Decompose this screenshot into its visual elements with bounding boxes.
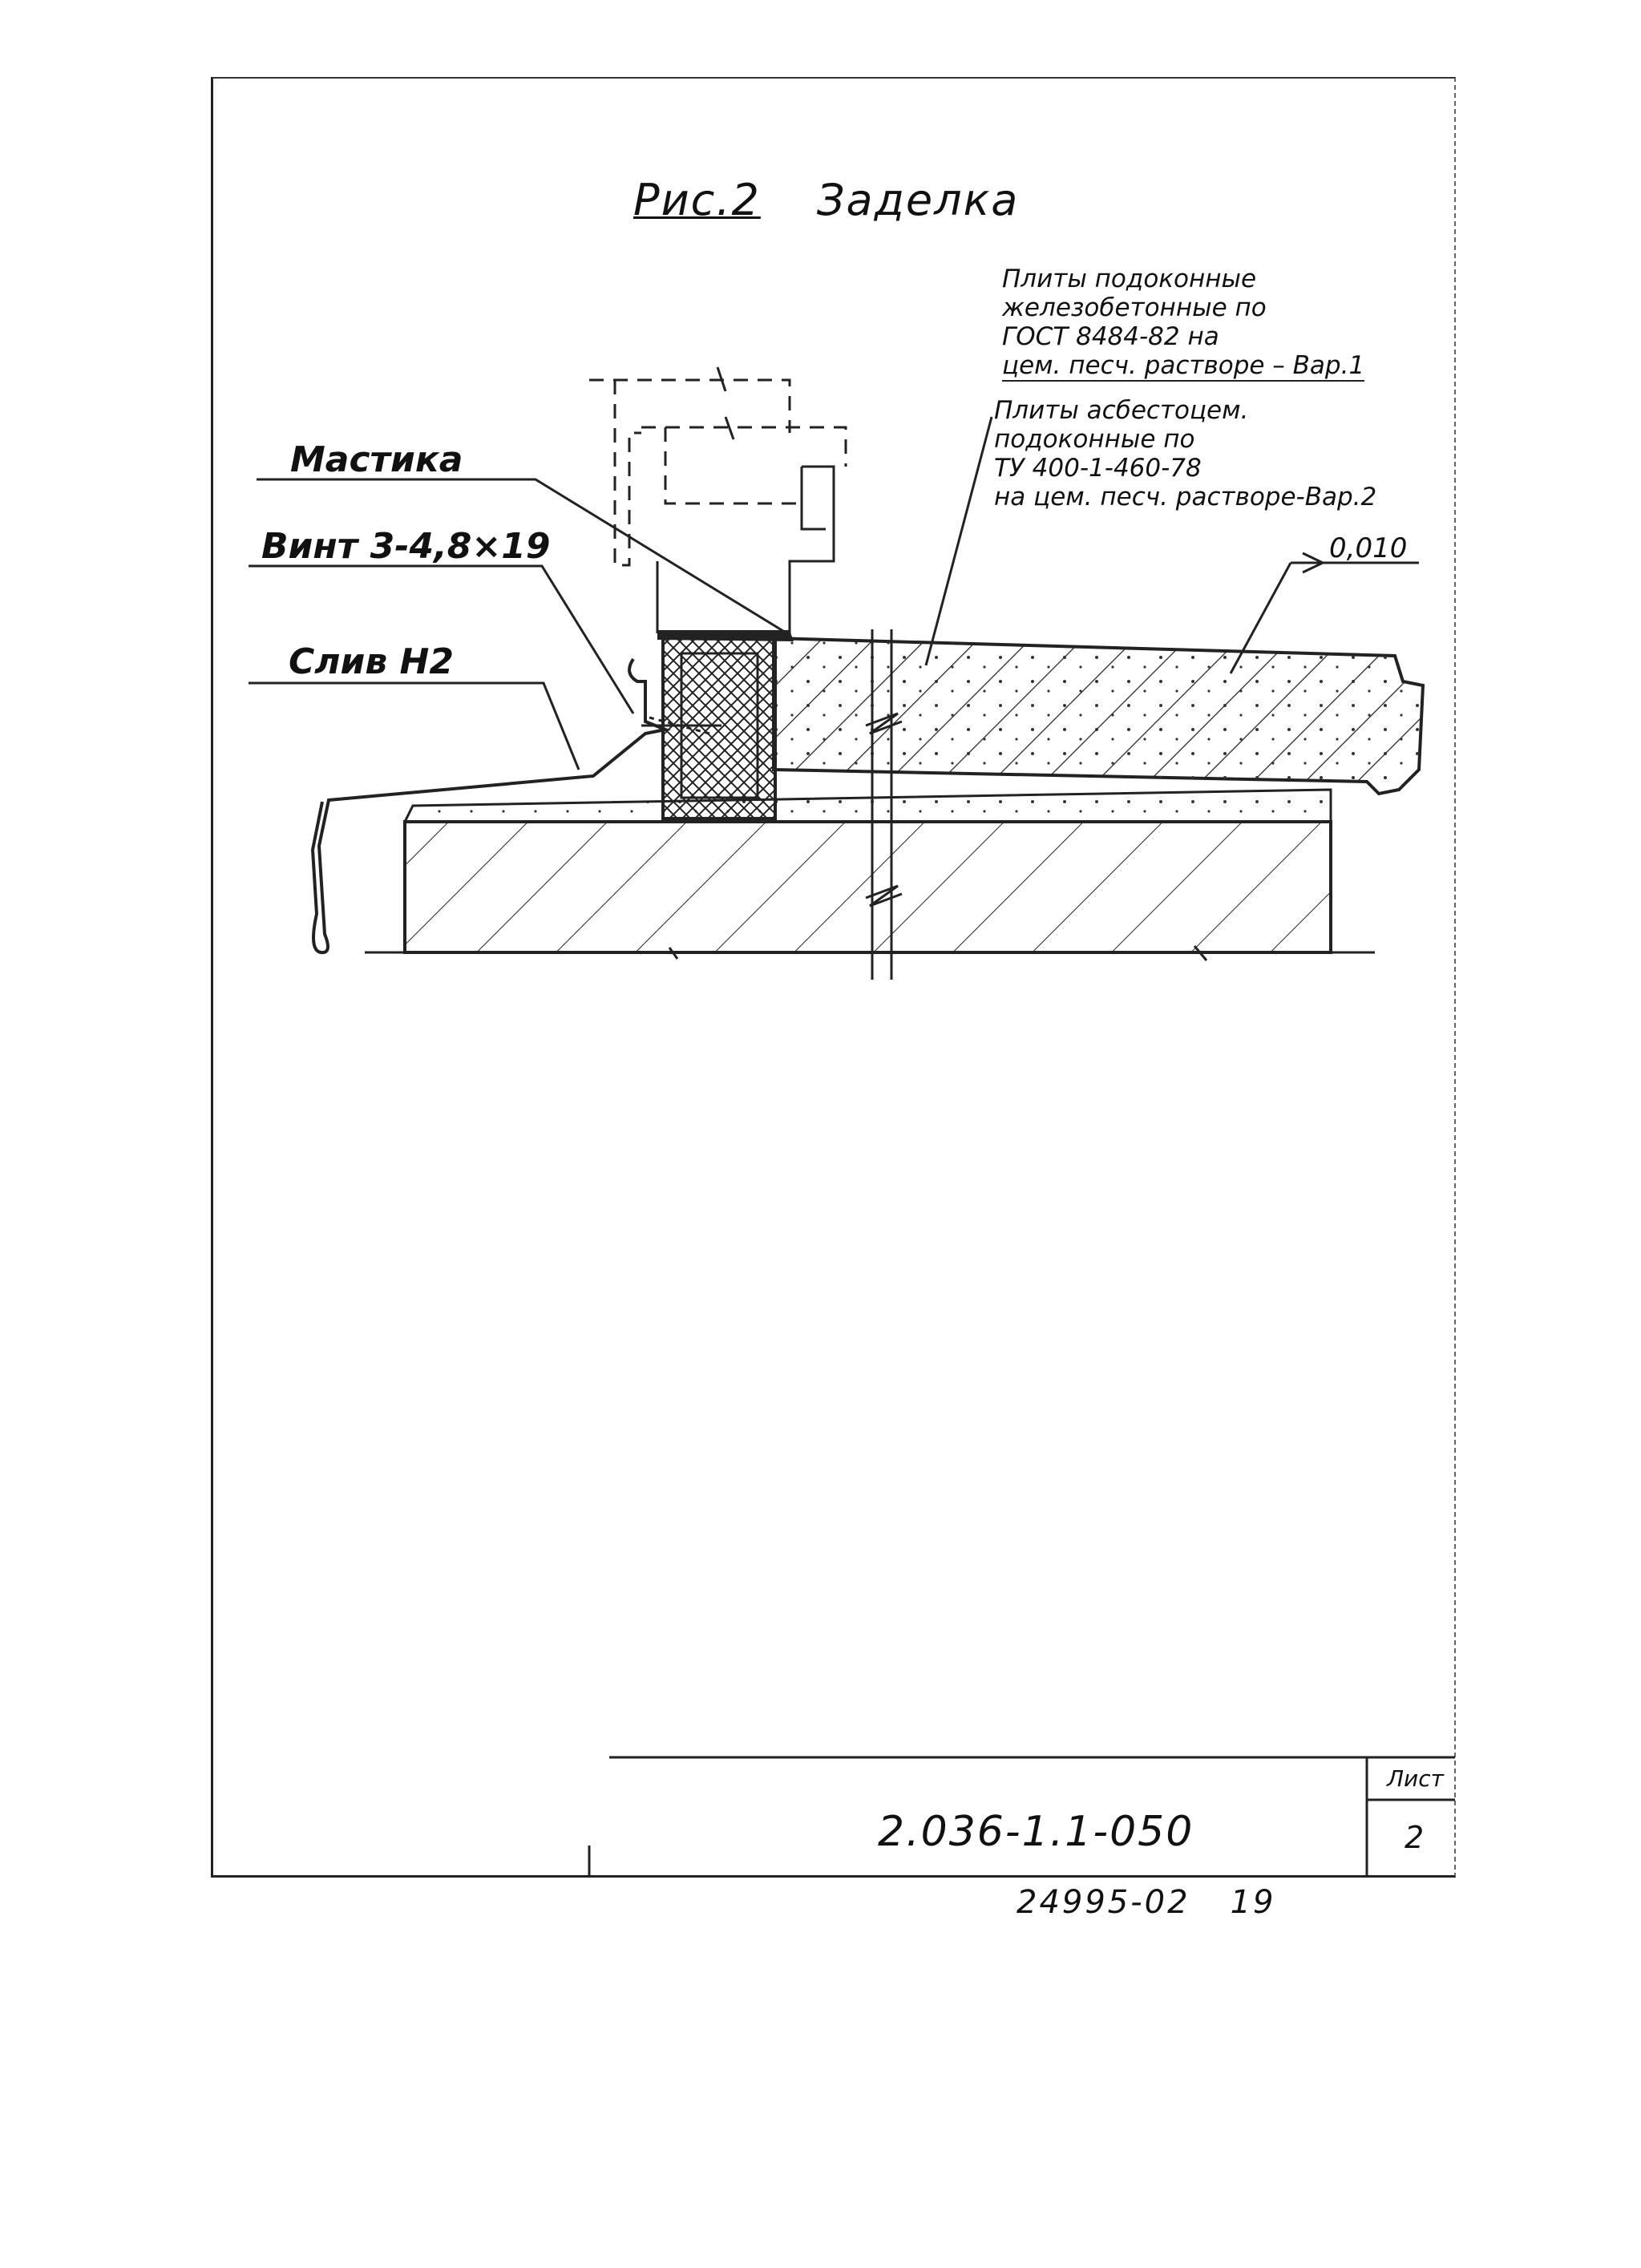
drawing-sheet-frame (211, 77, 1456, 1878)
figure-title: Рис.2 Заделка (633, 175, 1019, 225)
mastic-bead (657, 630, 794, 641)
note1-line: ГОСТ 8484-82 на (1002, 322, 1219, 351)
screw (641, 716, 721, 735)
seal-insert (661, 637, 777, 820)
window-frame (589, 366, 847, 633)
note2-line: подоконные по (994, 425, 1195, 454)
drip-flashing (310, 657, 671, 955)
level-mark: 0,010 (1329, 532, 1408, 564)
note2-line: Плиты асбестоцем. (994, 396, 1249, 425)
title-block-lines (588, 1756, 1455, 1878)
figure-caption: Заделка (816, 175, 1020, 225)
figure-number: Рис.2 (633, 175, 761, 225)
callout-screw: Винт 3-4,8×19 (261, 526, 551, 567)
note1-line: железобетонные по (1002, 293, 1267, 322)
sheet-number: 2 (1405, 1820, 1425, 1855)
note2-line: на цем. песч. растворе-Вар.2 (994, 483, 1377, 511)
sill-plate (772, 636, 1425, 796)
leader-lines (249, 416, 1419, 770)
note1-line: цем. песч. растворе – Вар.1 (1002, 351, 1365, 382)
break-line (865, 629, 903, 980)
footer-inventory: 24995-02 19 (1017, 1884, 1275, 1921)
note-variant-2: Плиты асбестоцем. подоконные по ТУ 400-1… (994, 396, 1376, 511)
note1-line: Плиты подоконные (1002, 265, 1257, 293)
callout-drip: Слив Н2 (289, 641, 454, 682)
sheet-label: Лист (1387, 1765, 1444, 1792)
note2-line: ТУ 400-1-460-78 (994, 454, 1202, 483)
wall-section (403, 820, 1332, 954)
note-variant-1: Плиты подоконные железобетонные по ГОСТ … (1002, 265, 1365, 382)
page-number: 19 (1230, 1884, 1276, 1921)
document-code: 2.036-1.1-050 (878, 1808, 1194, 1856)
base-break-marks (668, 945, 1208, 961)
mortar-layer (402, 788, 1332, 823)
inventory-number: 24995-02 (1017, 1884, 1190, 1921)
callout-mastic: Мастика (290, 439, 463, 480)
